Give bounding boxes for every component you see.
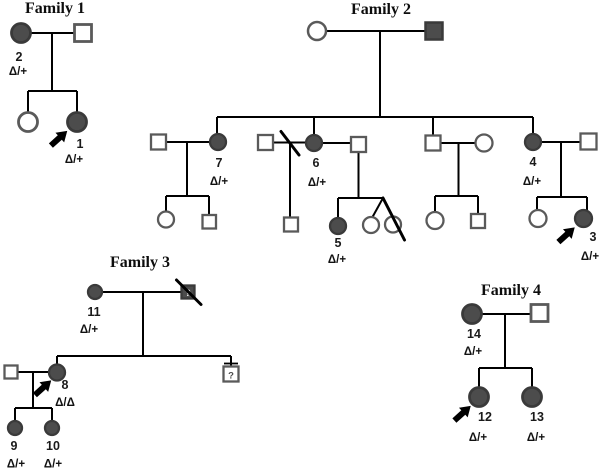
f3-sibling-unknown-status bbox=[222, 365, 240, 383]
individual-id-label: 8 bbox=[62, 378, 69, 392]
family-3-title: Family 3 bbox=[110, 254, 170, 271]
proband-arrow-family-3 bbox=[32, 380, 52, 398]
individual-id-label: 7 bbox=[216, 156, 223, 170]
f2-individual-5-affected-female bbox=[328, 216, 348, 236]
f2-husband-of-7-square bbox=[149, 133, 168, 151]
individual-id-label: 9 bbox=[11, 439, 18, 453]
f2-individual-3-affected-female-proband bbox=[573, 208, 594, 229]
f4-individual-14-affected-female bbox=[461, 303, 483, 325]
f2-granddaughter-unaffected-female bbox=[425, 210, 445, 231]
individual-id-label: 6 bbox=[313, 156, 320, 170]
individual-id-label: 4 bbox=[530, 155, 537, 169]
family-4-lines bbox=[478, 313, 533, 388]
family-3: Family 3 ? ? 11 Δ/+ 8 Δ/Δ bbox=[3, 254, 240, 470]
f2-second-husband-of-6-square bbox=[349, 135, 368, 154]
f2-husband-of-4-square bbox=[579, 132, 598, 151]
f3-individual-9-affected-female bbox=[6, 419, 24, 437]
f2-individual-4-affected-female bbox=[523, 132, 543, 152]
f2-individual-7-affected-female bbox=[208, 132, 228, 152]
individual-id-label: 2 bbox=[16, 50, 23, 64]
genotype-label: Δ/+ bbox=[65, 154, 83, 166]
individual-id-label: 12 bbox=[478, 410, 492, 424]
genotype-label: Δ/+ bbox=[9, 66, 27, 78]
f1-daughter-unaffected-female bbox=[17, 111, 39, 133]
f2-individual-6-affected-female bbox=[304, 133, 324, 153]
individual-id-label: 5 bbox=[335, 236, 342, 250]
f3-individual-10-affected-female bbox=[43, 419, 61, 437]
f4-individual-12-affected-female-proband bbox=[468, 386, 490, 408]
genotype-label: Δ/+ bbox=[7, 459, 25, 470]
f2-granddaughter-unaffected-female bbox=[156, 210, 176, 229]
individual-id-label: 14 bbox=[467, 327, 481, 341]
f1-individual-1-affected-female-proband bbox=[66, 111, 88, 133]
genotype-label: Δ/+ bbox=[469, 432, 487, 444]
f2-mother-unaffected-female bbox=[306, 20, 328, 42]
f3-husband-of-8-square bbox=[3, 364, 19, 380]
separation-slash bbox=[279, 130, 301, 157]
genotype-label: Δ/+ bbox=[80, 324, 98, 336]
individual-id-label: 13 bbox=[530, 410, 544, 424]
proband-arrow-family-2 bbox=[556, 227, 575, 245]
proband-arrow-family-1 bbox=[48, 130, 68, 148]
f2-twin-unaffected-female bbox=[361, 215, 381, 235]
f2-first-husband-of-6-square bbox=[256, 133, 275, 152]
proband-arrow-family-4 bbox=[452, 405, 471, 423]
deceased-slash bbox=[381, 196, 406, 242]
f2-grandson-unaffected-male bbox=[201, 213, 218, 230]
genotype-label: Δ/+ bbox=[581, 251, 599, 263]
f2-grandson-unaffected-male bbox=[282, 216, 300, 233]
unknown-status-mark: ? bbox=[228, 371, 234, 382]
f3-individual-8-affected-female-proband bbox=[47, 363, 67, 382]
individual-id-label: 11 bbox=[87, 305, 100, 319]
f2-son-unaffected-male bbox=[424, 134, 442, 152]
f2-daughter-in-law-unaffected-female bbox=[474, 133, 494, 153]
f2-granddaughter-unaffected-female bbox=[528, 208, 548, 229]
genotype-label: Δ/+ bbox=[527, 432, 545, 444]
f4-individual-13-affected-female bbox=[521, 386, 543, 408]
individual-id-label: 3 bbox=[590, 230, 597, 244]
genotype-label: Δ/+ bbox=[44, 459, 62, 470]
genotype-label: Δ/Δ bbox=[55, 397, 75, 409]
genotype-label: Δ/+ bbox=[464, 346, 482, 358]
family-2: Family 2 bbox=[149, 1, 599, 266]
f2-father-affected-male bbox=[424, 21, 444, 41]
family-4-title: Family 4 bbox=[481, 282, 541, 299]
genotype-label: Δ/+ bbox=[308, 177, 326, 189]
f4-father-unaffected-male bbox=[529, 303, 550, 323]
family-4: Family 4 14 Δ/+ 12 Δ/+ 13 Δ/+ bbox=[452, 282, 550, 444]
family-1: Family 1 2 Δ/+ 1 Δ/+ bbox=[9, 0, 93, 166]
genotype-label: Δ/+ bbox=[210, 176, 228, 188]
f3-individual-11-affected-female bbox=[86, 283, 104, 301]
f2-grandson-unaffected-male bbox=[469, 212, 487, 230]
f1-individual-2-affected-female bbox=[10, 22, 32, 44]
twin-line bbox=[371, 197, 384, 218]
individual-id-label: 1 bbox=[77, 137, 84, 151]
family-2-title: Family 2 bbox=[351, 1, 411, 18]
family-1-title: Family 1 bbox=[25, 0, 85, 17]
genotype-label: Δ/+ bbox=[328, 254, 346, 266]
family-3-lines bbox=[14, 291, 238, 421]
genotype-label: Δ/+ bbox=[523, 176, 541, 188]
family-1-lines bbox=[27, 32, 78, 113]
individual-id-label: 10 bbox=[46, 439, 60, 453]
deceased-slash bbox=[175, 278, 203, 306]
family-2-lines bbox=[165, 30, 588, 218]
f1-father-unaffected-male bbox=[73, 23, 93, 43]
